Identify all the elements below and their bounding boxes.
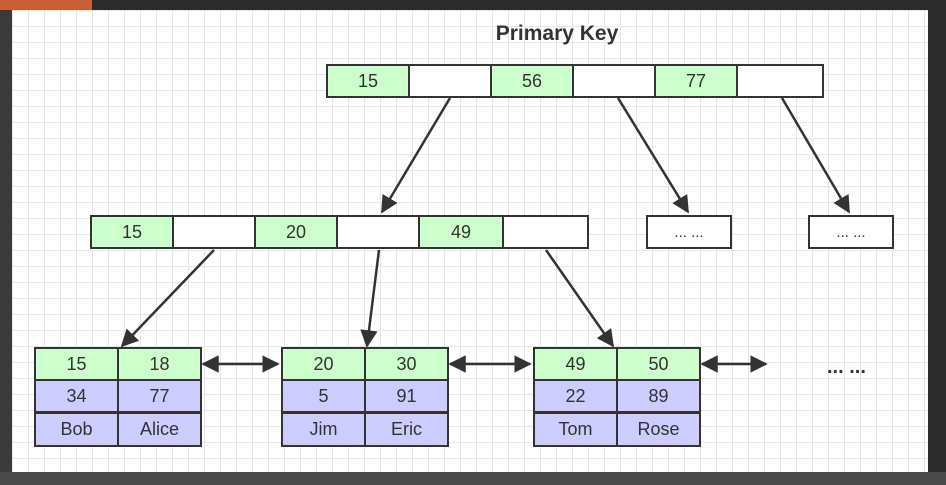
root-pointer-cell (408, 64, 492, 98)
leaf-name-cell: Jim (281, 412, 366, 447)
root-pointer-cell (572, 64, 656, 98)
leaf-name-cell: Rose (616, 412, 701, 447)
sibling-node: ... ... (646, 215, 732, 249)
internal-pointer-cell (336, 215, 420, 249)
leaf-value-cell: 89 (616, 379, 701, 413)
arrow-root-to-sibling-1 (616, 97, 690, 214)
leaf-key-cell: 50 (616, 347, 701, 381)
root-key-cell: 77 (654, 64, 738, 98)
leaf-value-cell: 5 (281, 379, 366, 413)
root-pointer-cell (736, 64, 824, 98)
leaf-name-cell: Bob (34, 412, 119, 447)
leaf-key-cell: 15 (34, 347, 119, 381)
leaf-name-cell: Tom (533, 412, 618, 447)
arrow-internal-to-leaf-3 (544, 249, 615, 348)
diagram-title: Primary Key (495, 22, 619, 45)
leaf-value-cell: 91 (364, 379, 449, 413)
leaf-value-cell: 34 (34, 379, 119, 413)
leaf-key-cell: 49 (533, 347, 618, 381)
background-tab (0, 0, 92, 10)
leaf-name-cell: Alice (117, 412, 202, 447)
internal-key-cell: 20 (254, 215, 338, 249)
internal-key-cell: 49 (418, 215, 504, 249)
leaf-value-cell: 22 (533, 379, 618, 413)
arrow-internal-to-leaf-1 (120, 249, 215, 348)
diagram-canvas: Primary Key 15 56 77 15 20 49 ... ... ..… (12, 10, 928, 472)
arrow-root-to-sibling-2 (780, 97, 851, 214)
leaf-key-cell: 30 (364, 347, 449, 381)
internal-pointer-cell (502, 215, 589, 249)
more-leaves-ellipsis: ... ... (827, 356, 866, 378)
internal-key-cell: 15 (90, 215, 174, 249)
root-key-cell: 15 (326, 64, 410, 98)
arrow-root-to-internal (380, 97, 452, 214)
connector-layer (120, 97, 851, 373)
root-key-cell: 56 (490, 64, 574, 98)
leaf-name-cell: Eric (364, 412, 449, 447)
arrow-internal-to-leaf-2 (360, 249, 381, 348)
internal-pointer-cell (172, 215, 256, 249)
leaf-key-cell: 20 (281, 347, 366, 381)
background-bottom-strip (0, 472, 946, 485)
leaf-value-cell: 77 (117, 379, 202, 413)
leaf-key-cell: 18 (117, 347, 202, 381)
sibling-node: ... ... (808, 215, 894, 249)
background-left-strip (0, 0, 12, 485)
